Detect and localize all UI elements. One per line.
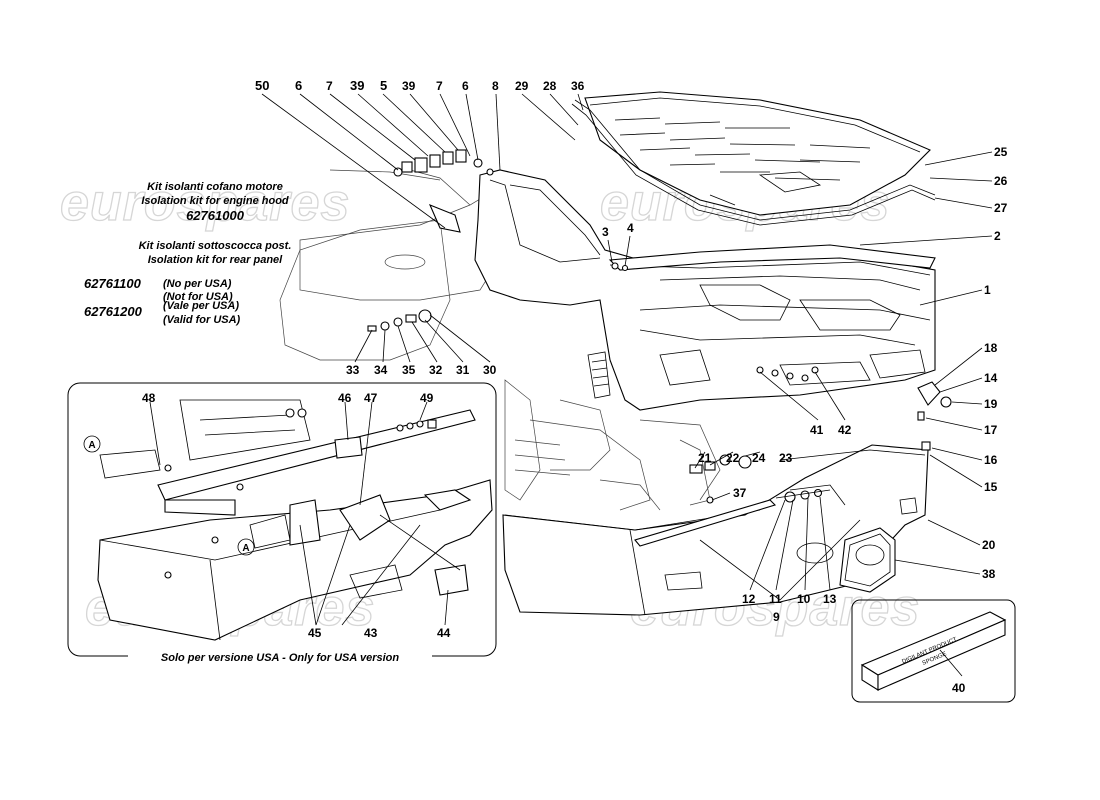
- callout-37: 37: [733, 486, 747, 500]
- callout-5: 5: [380, 78, 387, 93]
- ref-marker-a-top: A: [88, 440, 95, 451]
- callout-38: 38: [982, 567, 996, 581]
- callout-1: 1: [984, 283, 991, 297]
- callout-10: 10: [797, 592, 811, 606]
- hood-louvers: [614, 117, 871, 181]
- callout-12: 12: [742, 592, 756, 606]
- callout-49: 49: [420, 391, 434, 405]
- callout-42: 42: [838, 423, 852, 437]
- engine-hood-kit-line1: Kit isolanti cofano motore: [147, 181, 283, 193]
- callout-27: 27: [994, 201, 1008, 215]
- callout-47: 47: [364, 391, 378, 405]
- callout-50: 50: [255, 78, 269, 93]
- callout-7b: 7: [436, 79, 443, 93]
- callout-11: 11: [769, 592, 782, 606]
- callout-8: 8: [492, 79, 499, 93]
- rear-chassis-frame: [504, 379, 721, 511]
- callout-19: 19: [984, 397, 998, 411]
- callout-45: 45: [308, 626, 322, 640]
- callout-31: 31: [456, 363, 470, 377]
- callout-39b: 39: [402, 79, 416, 93]
- rear-panel-note-a2: (Not for USA): [163, 291, 233, 303]
- callout-17: 17: [984, 423, 998, 437]
- callout-6b: 6: [462, 79, 469, 93]
- callout-34: 34: [374, 363, 388, 377]
- callout-21: 21: [698, 451, 712, 465]
- callout-4: 4: [627, 221, 634, 235]
- leader-lines: [149, 93, 993, 677]
- rear-spoiler: [608, 244, 936, 271]
- isolation-kit-info: Kit isolanti cofano motore Isolation kit…: [84, 181, 291, 326]
- usa-inset-beam: [157, 409, 476, 516]
- callout-25: 25: [994, 145, 1008, 159]
- callout-33: 33: [346, 363, 360, 377]
- engine-hood: [584, 91, 931, 216]
- ref-marker-a-bottom: A: [242, 543, 249, 554]
- callout-41: 41: [810, 423, 824, 437]
- tie-rod-assembly: [634, 488, 831, 547]
- callout-28: 28: [543, 79, 557, 93]
- foam-inset-box: [851, 599, 1016, 703]
- callout-3: 3: [602, 225, 609, 239]
- usa-inset-brackets: [99, 399, 472, 596]
- usa-version-inset: A A Solo per versione USA - Only for USA…: [67, 382, 497, 664]
- callout-23: 23: [779, 451, 793, 465]
- callout-2: 2: [994, 229, 1001, 243]
- callout-14: 14: [984, 371, 998, 385]
- callout-48: 48: [142, 391, 156, 405]
- reference-marker-a1: A: [83, 435, 101, 453]
- rear-panel-note-b1: (Vale per USA): [163, 300, 239, 312]
- callout-22: 22: [726, 451, 740, 465]
- hood-seal: [571, 99, 936, 226]
- reference-marker-a2: A: [237, 538, 255, 556]
- watermark-1: eurospares: [60, 174, 350, 232]
- callout-40: 40: [952, 681, 966, 695]
- callout-46: 46: [338, 391, 352, 405]
- callout-36: 36: [571, 79, 585, 93]
- caption-mask: [128, 648, 432, 664]
- callout-7a: 7: [326, 79, 333, 93]
- fasteners: [367, 149, 952, 504]
- usa-inset-caption: Solo per versione USA - Only for USA ver…: [161, 652, 399, 664]
- callout-35: 35: [402, 363, 416, 377]
- callout-32: 32: [429, 363, 443, 377]
- rear-panel-kit-line1: Kit isolanti sottoscocca post.: [139, 240, 292, 252]
- rear-panel-code-b: 62761200: [84, 304, 143, 319]
- callout-9: 9: [773, 610, 780, 624]
- callout-20: 20: [982, 538, 996, 552]
- callout-6a: 6: [295, 78, 302, 93]
- callout-39a: 39: [350, 78, 364, 93]
- rear-panel-note-b2: (Valid for USA): [163, 314, 241, 326]
- callout-16: 16: [984, 453, 998, 467]
- foam-block-inset: DIGILANT PRODUCT SPONGE: [851, 599, 1016, 703]
- callout-30: 30: [483, 363, 497, 377]
- callout-18: 18: [984, 341, 998, 355]
- exhaust-surround: [796, 527, 896, 593]
- callout-44: 44: [437, 626, 451, 640]
- rear-panel-code-a: 62761100: [84, 276, 142, 291]
- callout-13: 13: [823, 592, 837, 606]
- usa-inset-fasteners: [164, 408, 437, 579]
- callout-29: 29: [515, 79, 529, 93]
- engine-hood-kit-line2: Isolation kit for engine hood: [141, 195, 289, 207]
- callout-15: 15: [984, 480, 998, 494]
- rear-panel-note-a1: (No per USA): [163, 278, 232, 290]
- callout-numbers: 50 6 7 39 5 39 7 6 8 29 28 36 25 26 27 2…: [142, 78, 1008, 695]
- side-vents: [587, 351, 611, 399]
- rear-panel-kit-line2: Isolation kit for rear panel: [148, 254, 283, 266]
- engine-hood-kit-code: 62761000: [186, 208, 245, 223]
- callout-26: 26: [994, 174, 1008, 188]
- callout-43: 43: [364, 626, 378, 640]
- callout-24: 24: [752, 451, 766, 465]
